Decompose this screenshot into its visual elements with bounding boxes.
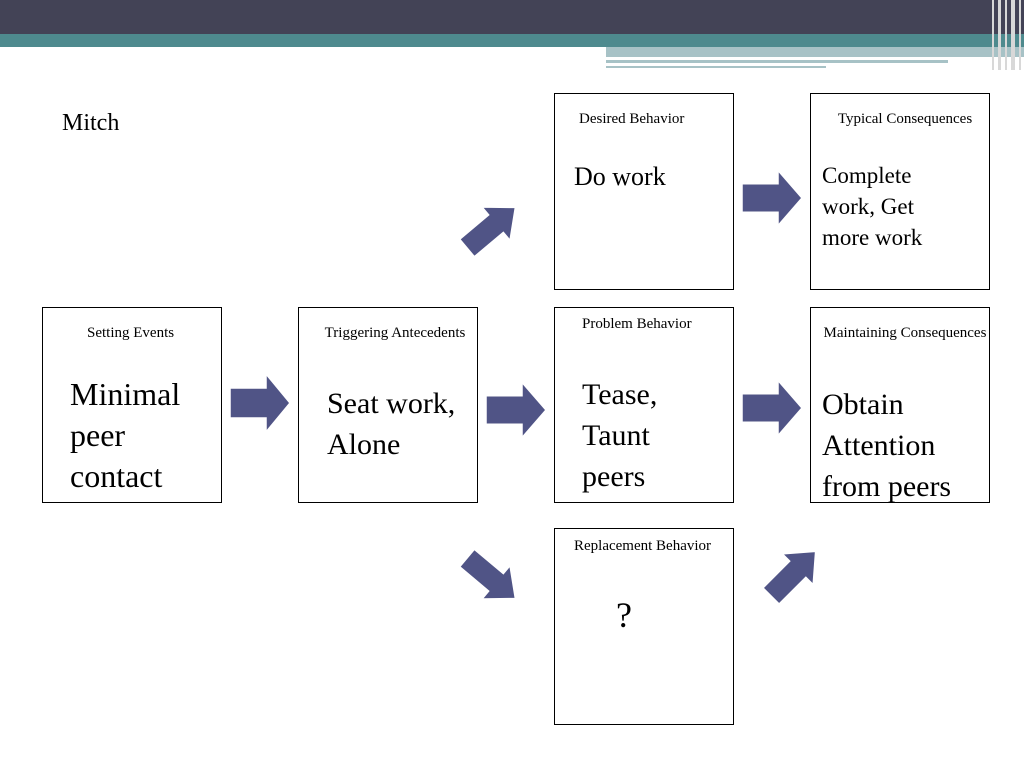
desired-behavior-content: Do work <box>574 162 666 191</box>
header-line <box>606 66 826 68</box>
block-arrow-icon <box>741 169 803 227</box>
block-arrow-icon <box>741 379 803 437</box>
problem-behavior-box: Problem Behavior Tease, Taunt peers <box>554 307 734 503</box>
header-line <box>606 60 948 63</box>
block-arrow-icon <box>754 535 832 613</box>
typical-consequences-label: Typical Consequences <box>837 111 973 127</box>
block-arrow-icon <box>485 381 547 439</box>
setting-events-box: Setting Events Minimal peer contact <box>42 307 222 503</box>
header-band-dark <box>0 0 1024 34</box>
triggering-antecedents-content: Seat work, Alone <box>327 387 456 461</box>
typical-consequences-box: Typical Consequences Complete work, Get … <box>810 93 990 290</box>
desired-behavior-label: Desired Behavior <box>579 111 685 127</box>
replacement-behavior-box: Replacement Behavior ? <box>554 528 734 725</box>
header-band-teal <box>0 34 1024 47</box>
header-band-light <box>606 47 1024 57</box>
replacement-behavior-content: ? <box>616 595 632 635</box>
problem-behavior-label: Problem Behavior <box>582 316 692 332</box>
maintaining-consequences-content: Obtain Attention from peers <box>822 388 952 503</box>
header-stripes <box>990 0 1024 70</box>
block-arrow-icon <box>229 373 291 433</box>
block-arrow-icon <box>452 540 530 616</box>
slide-title: Mitch <box>62 110 120 136</box>
setting-events-label: Setting Events <box>87 325 175 341</box>
typical-consequences-content: Complete work, Get more work <box>822 163 923 250</box>
desired-behavior-box: Desired Behavior Do work <box>554 93 734 290</box>
problem-behavior-content: Tease, Taunt peers <box>582 378 658 493</box>
replacement-behavior-label: Replacement Behavior <box>574 538 712 554</box>
maintaining-consequences-box: Maintaining Consequences Obtain Attentio… <box>810 307 990 503</box>
block-arrow-icon <box>452 190 530 266</box>
setting-events-content: Minimal peer contact <box>70 376 181 494</box>
triggering-antecedents-box: Triggering Antecedents Seat work, Alone <box>298 307 478 503</box>
triggering-antecedents-label: Triggering Antecedents <box>324 325 466 341</box>
maintaining-consequences-label: Maintaining Consequences <box>823 325 987 341</box>
